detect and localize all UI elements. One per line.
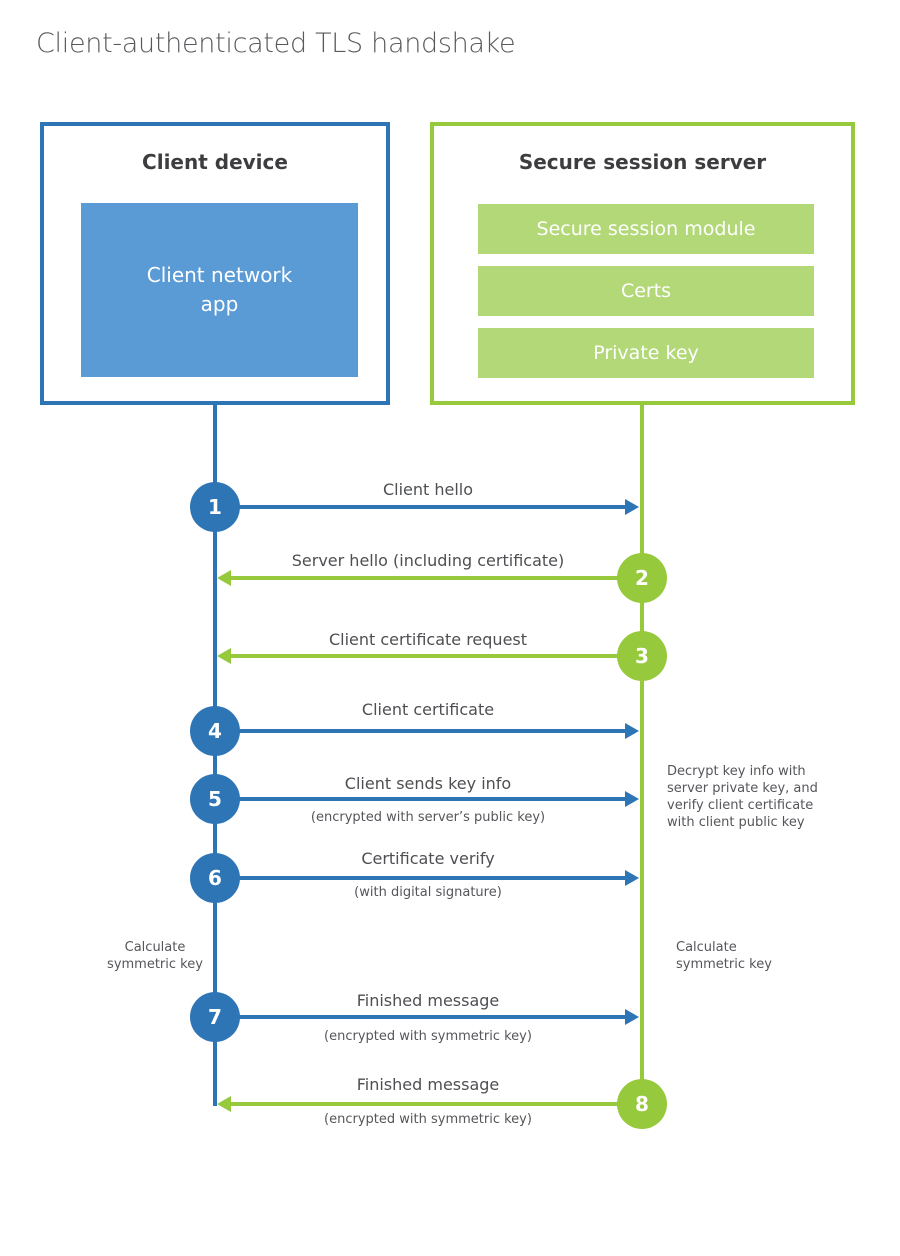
step-1-badge: 1 (190, 482, 240, 532)
message-7-arrow (217, 1015, 625, 1019)
message-7-sublabel: (encrypted with symmetric key) (324, 1029, 532, 1044)
message-1-label: Client hello (382, 480, 474, 499)
page-title: Client-authenticated TLS handshake (36, 28, 516, 59)
client-device-title: Client device (142, 150, 288, 174)
step-3-badge: 3 (617, 631, 667, 681)
decrypt-note-line: server private key, and (667, 781, 818, 796)
message-8-arrowhead-icon (217, 1096, 231, 1112)
message-6-sublabel: (with digital signature) (354, 885, 502, 900)
decrypt-key-note: Decrypt key info with server private key… (667, 763, 857, 831)
secure-session-server-box: Secure session server Secure session mod… (430, 122, 855, 405)
message-3-arrowhead-icon (217, 648, 231, 664)
message-5-arrowhead-icon (625, 791, 639, 807)
client-network-app-label: Client network app (146, 263, 293, 316)
message-3-arrow (229, 654, 642, 658)
client-device-box: Client device Client network app (40, 122, 390, 405)
message-7-arrowhead-icon (625, 1009, 639, 1025)
step-4-badge: 4 (190, 706, 240, 756)
calculate-symmetric-key-note-server: Calculate symmetric key (676, 940, 772, 972)
message-3-label: Client certificate request (328, 630, 528, 649)
step-8-badge: 8 (617, 1079, 667, 1129)
step-5-badge: 5 (190, 774, 240, 824)
message-4-label: Client certificate (361, 700, 495, 719)
message-4-arrowhead-icon (625, 723, 639, 739)
message-2-arrow (229, 576, 642, 580)
decrypt-note-line: with client public key (667, 815, 805, 830)
server-module-secure-session: Secure session module (478, 204, 814, 254)
client-network-app-box: Client network app (81, 203, 358, 377)
secure-session-server-title: Secure session server (518, 150, 767, 174)
server-lifeline (640, 405, 644, 1105)
server-module-certs: Certs (478, 266, 814, 316)
step-7-badge: 7 (190, 992, 240, 1042)
server-module-private-key: Private key (478, 328, 814, 378)
message-8-arrow (229, 1102, 642, 1106)
decrypt-note-line: Decrypt key info with (667, 764, 806, 779)
message-5-sublabel: (encrypted with server’s public key) (310, 810, 546, 825)
calculate-symmetric-key-note-client: Calculate symmetric key (107, 940, 203, 972)
message-8-sublabel: (encrypted with symmetric key) (324, 1112, 532, 1127)
message-1-arrowhead-icon (625, 499, 639, 515)
message-1-arrow (217, 505, 625, 509)
step-6-badge: 6 (190, 853, 240, 903)
message-5-label: Client sends key info (344, 774, 512, 793)
message-2-label: Server hello (including certificate) (291, 551, 565, 570)
message-8-label: Finished message (356, 1075, 500, 1094)
message-2-arrowhead-icon (217, 570, 231, 586)
step-2-badge: 2 (617, 553, 667, 603)
message-4-arrow (217, 729, 625, 733)
message-7-label: Finished message (356, 991, 500, 1010)
message-6-arrow (217, 876, 625, 880)
message-6-arrowhead-icon (625, 870, 639, 886)
message-5-arrow (217, 797, 625, 801)
message-6-label: Certificate verify (361, 849, 495, 868)
decrypt-note-line: verify client certificate (667, 798, 814, 813)
